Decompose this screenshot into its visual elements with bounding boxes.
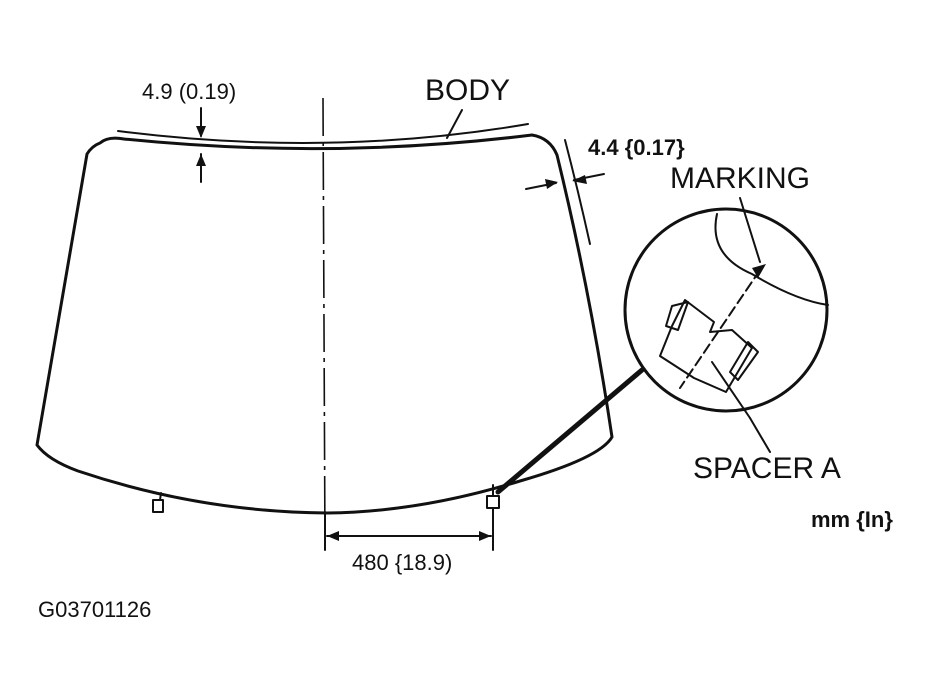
units-label: mm {In} [811, 507, 893, 532]
body-roof-line [117, 123, 529, 144]
spacer-distance-dimension [324, 507, 494, 551]
windshield-glass-outline [35, 133, 614, 515]
body-label: BODY [425, 74, 510, 107]
side-clearance-label: 4.4 {0.17} [588, 135, 685, 160]
windshield-center-line [322, 97, 326, 551]
detail-leader-line [495, 367, 645, 495]
figure-code-label: G03701126 [38, 597, 151, 622]
marking-label: MARKING [670, 162, 810, 195]
spacer-marker-left [152, 492, 164, 513]
top-clearance-label: 4.9 (0.19) [142, 79, 236, 104]
spacer-distance-label: 480 {18.9) [352, 550, 452, 575]
spacer-a-label: SPACER A [693, 452, 841, 485]
top-clearance-dimension [196, 107, 206, 183]
body-pillar-line [564, 139, 591, 245]
body-leader-line [446, 109, 463, 139]
detail-view-contents [659, 197, 829, 453]
detail-view-circle [623, 207, 829, 413]
side-clearance-dimension [525, 173, 605, 190]
